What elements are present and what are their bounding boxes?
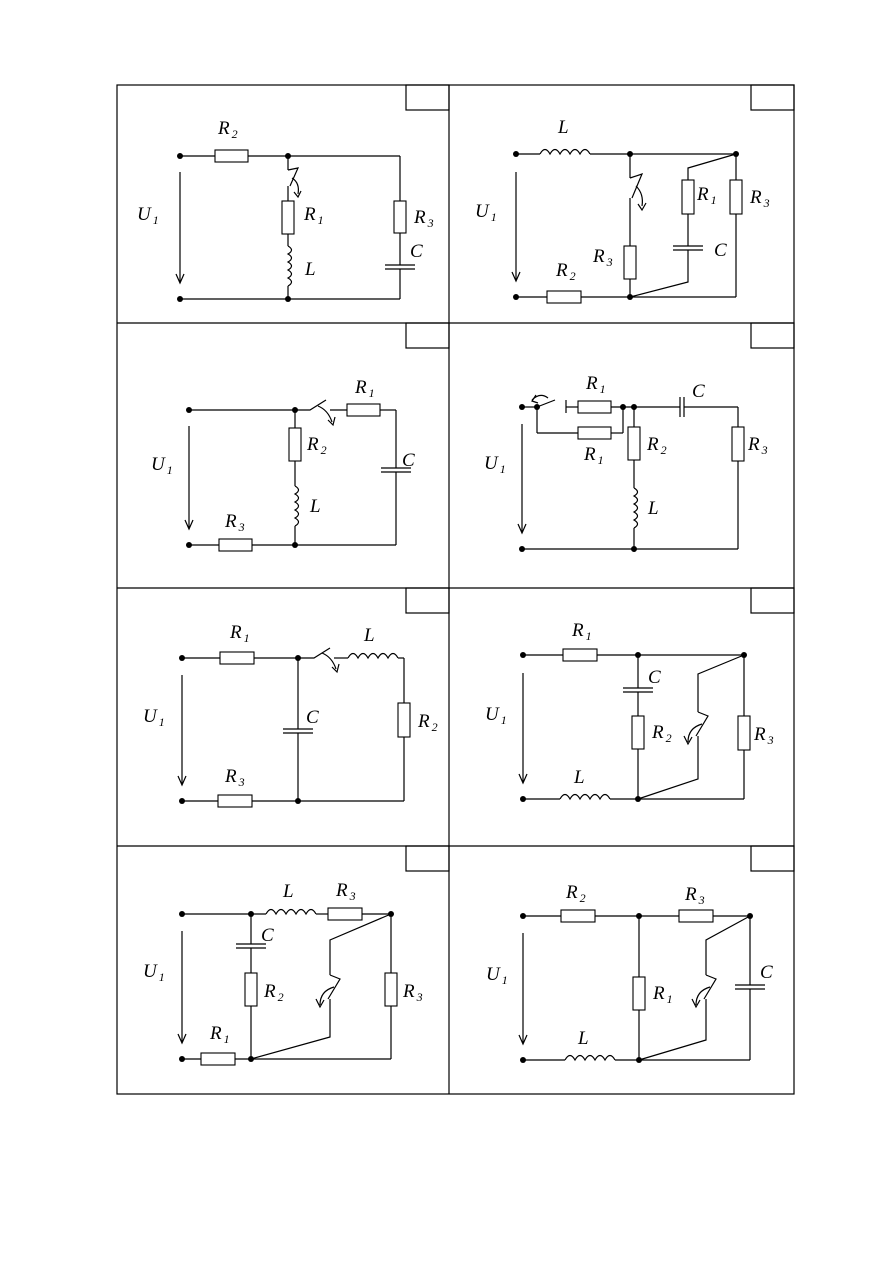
svg-text:R3: R3 [335,880,356,903]
svg-text:R3: R3 [684,884,705,907]
svg-text:R1: R1 [583,444,604,467]
svg-text:R3: R3 [224,766,245,789]
svg-text:L: L [363,625,375,646]
svg-text:C: C [714,240,727,261]
svg-text:U1: U1 [143,961,165,984]
svg-text:C: C [306,707,319,728]
label-u1: U [137,204,152,225]
svg-text:L: L [282,881,294,902]
svg-text:U1: U1 [151,454,173,477]
resistor-r3-right [729,179,743,215]
svg-text:R3: R3 [747,434,768,457]
svg-text:C: C [261,925,274,946]
svg-text:C: C [402,450,415,471]
svg-text:R1: R1 [652,983,673,1006]
svg-text:R1: R1 [585,373,606,396]
svg-text:U1: U1 [485,704,507,727]
resistor-r2 [214,149,249,163]
svg-text:C: C [648,667,661,688]
svg-text:L: L [577,1028,589,1049]
resistor-r3 [393,200,407,234]
svg-text:R2: R2 [651,722,672,745]
svg-text:R3: R3 [224,511,245,534]
svg-text:R3: R3 [753,724,774,747]
svg-text:R1: R1 [571,620,592,643]
svg-text:R1: R1 [209,1023,230,1046]
resistor-r3-mid [623,245,637,280]
svg-text:C: C [692,381,705,402]
resistor-r1 [281,200,295,235]
svg-text:R1: R1 [303,204,324,227]
resistor-r2 [546,290,582,304]
svg-text:C: C [760,962,773,983]
svg-text:R3: R3 [402,981,423,1004]
svg-text:U1: U1 [486,964,508,987]
svg-text:R2: R2 [646,434,667,457]
svg-text:R2: R2 [217,118,238,141]
label-r1: R [303,204,316,225]
svg-text:U1: U1 [143,706,165,729]
svg-text:R2: R2 [263,981,284,1004]
svg-text:U1: U1 [475,201,497,224]
label-r2: R [217,118,230,139]
svg-text:R3: R3 [749,187,770,210]
label-c: C [410,241,423,262]
svg-text:L: L [573,767,585,788]
svg-text:R3: R3 [592,246,613,269]
label-l: L [557,117,569,138]
grid-frame [116,84,795,1095]
svg-text:R1: R1 [696,184,717,207]
svg-text:L: L [309,496,321,517]
label-r3: R [413,207,426,228]
label-l: L [304,259,316,280]
svg-text:L: L [647,498,659,519]
svg-text:R3: R3 [413,207,434,230]
svg-text:R2: R2 [565,882,586,905]
svg-text:R1: R1 [354,377,375,400]
svg-text:U1: U1 [137,204,159,227]
svg-text:R2: R2 [417,711,438,734]
svg-text:U1: U1 [484,453,506,476]
resistor-r1 [681,179,695,215]
svg-text:R2: R2 [555,260,576,283]
svg-text:R1: R1 [229,622,250,645]
svg-text:R2: R2 [306,434,327,457]
